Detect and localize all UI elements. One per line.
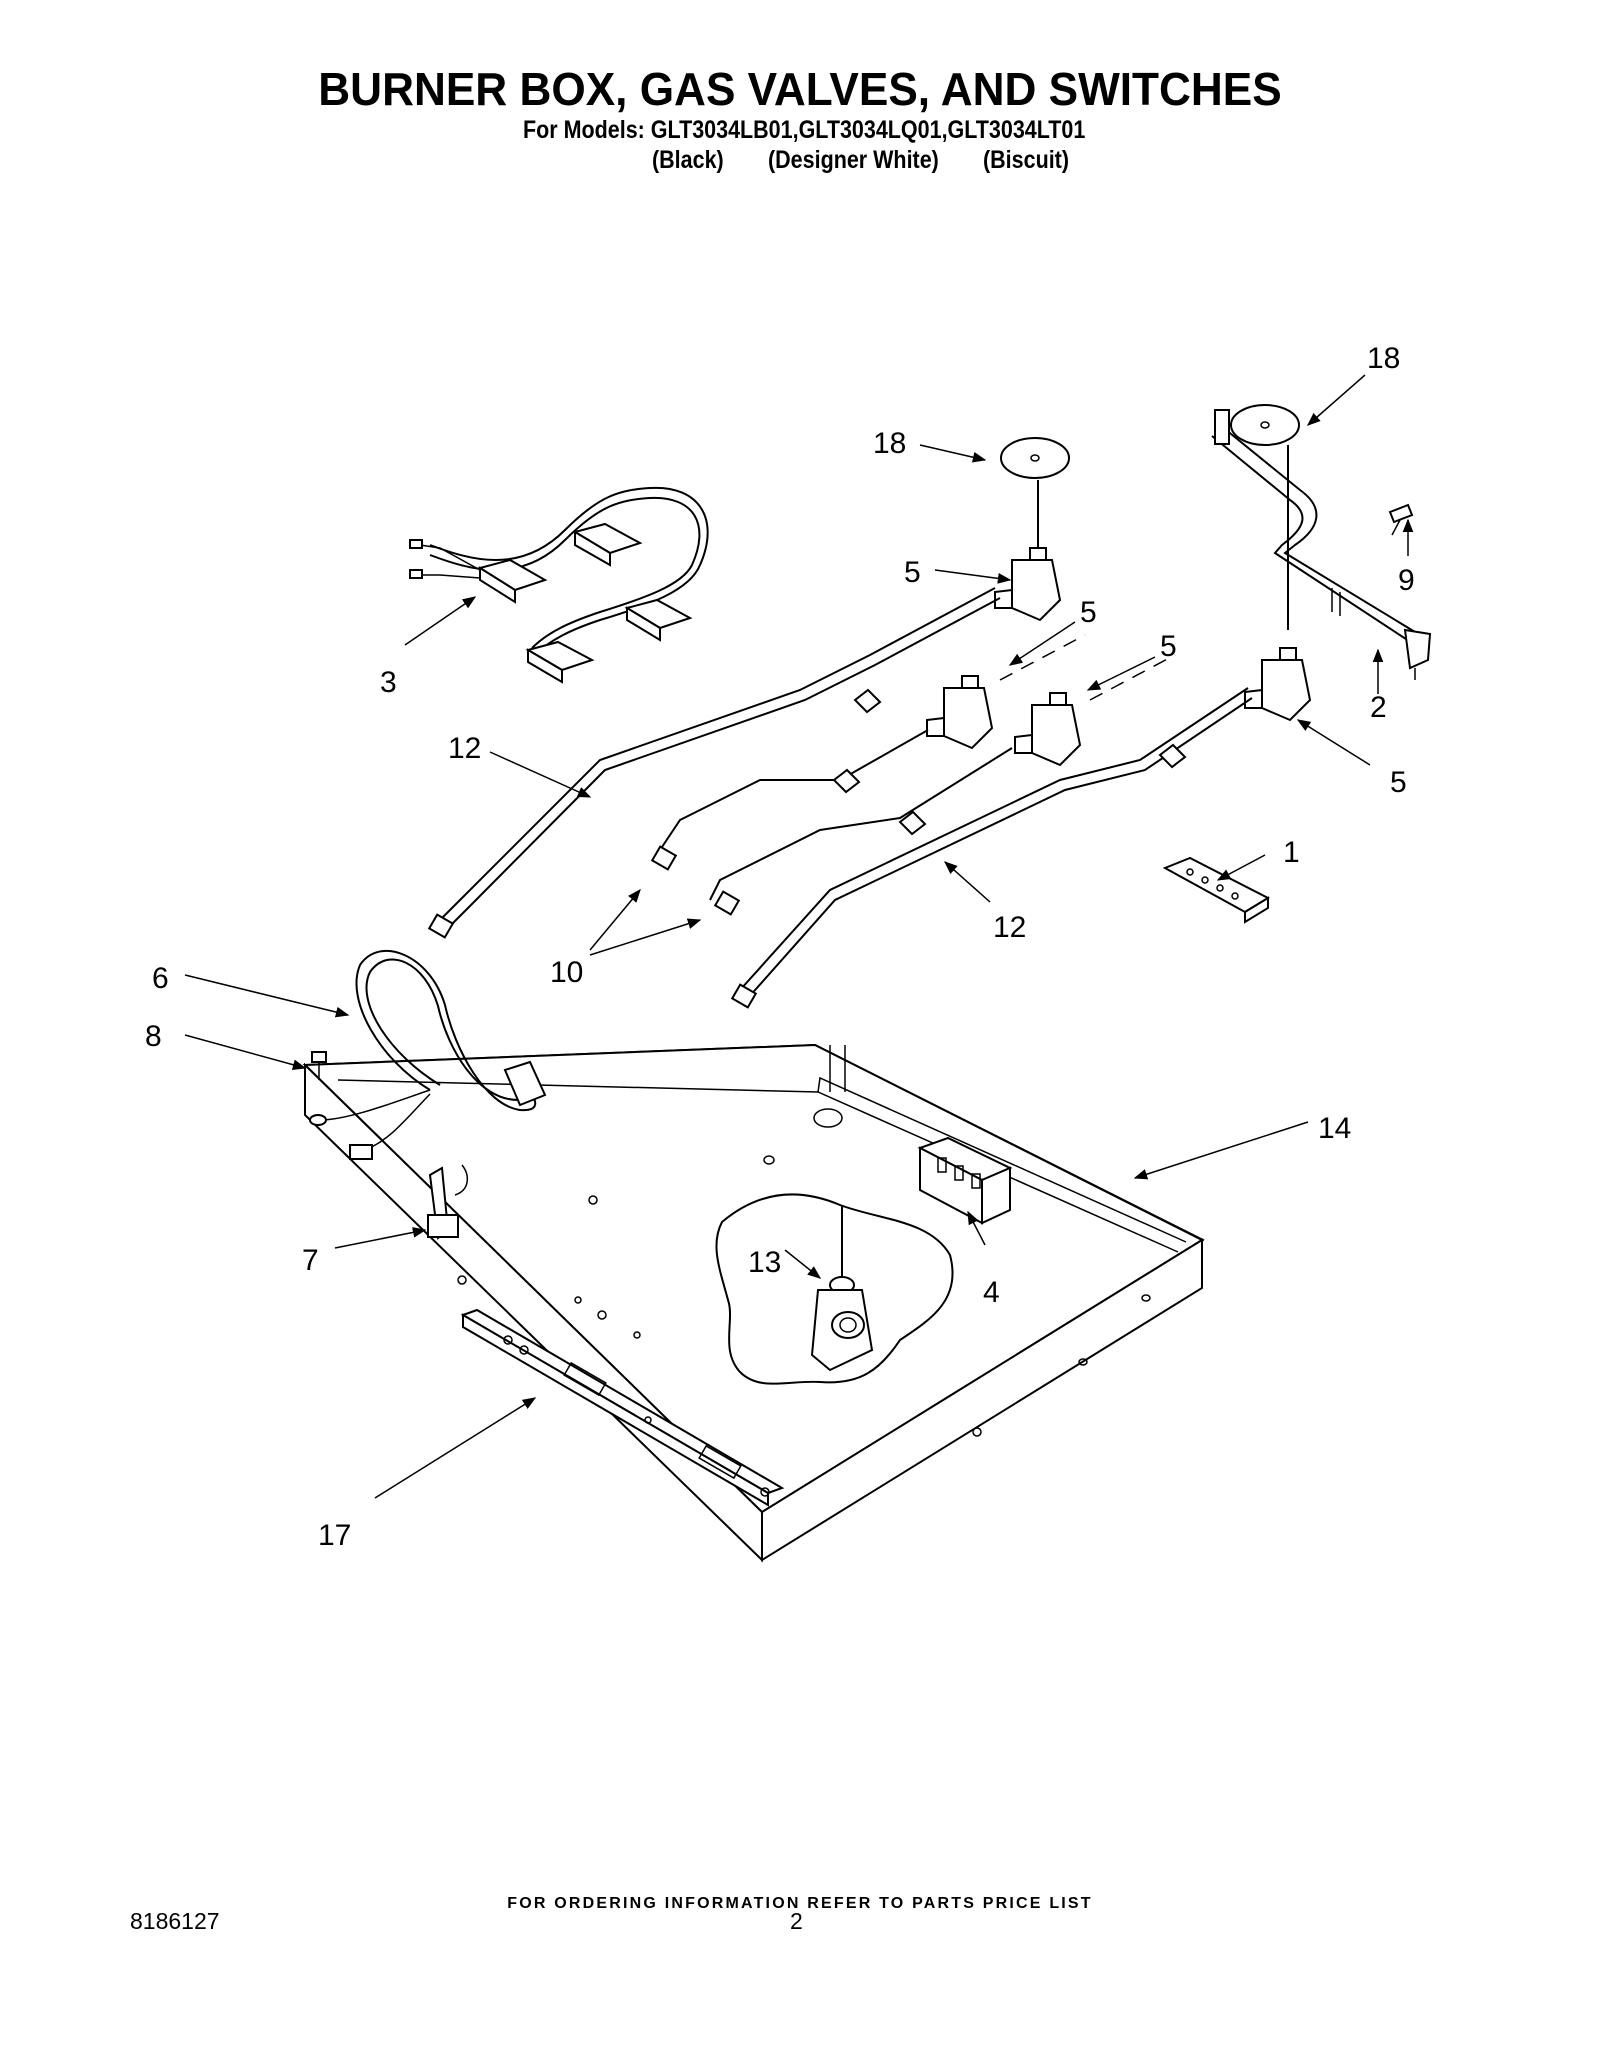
- ignition-harness-3: [409, 486, 709, 684]
- terminal-block-4: [917, 1136, 1013, 1225]
- callout-8: 8: [145, 1020, 162, 1053]
- manifold-bracket-17: [460, 1308, 785, 1507]
- ordering-note: FOR ORDERING INFORMATION REFER TO PARTS …: [507, 1895, 1093, 1912]
- callout-5-c: 5: [1160, 630, 1177, 663]
- manifold-pipe-2: [1211, 409, 1432, 680]
- callout-7: 7: [302, 1244, 319, 1277]
- power-cord-6: [309, 949, 547, 1160]
- switch-7: [427, 1164, 469, 1240]
- callout-18-left: 18: [873, 427, 906, 460]
- variant-biscuit: (Biscuit): [983, 146, 1069, 174]
- callout-5-a: 5: [904, 556, 921, 589]
- gas-tubes-12: [427, 587, 1253, 1009]
- screw-9: [1388, 503, 1414, 536]
- callout-1: 1: [1283, 836, 1300, 869]
- callout-6: 6: [152, 962, 169, 995]
- callout-5-d: 5: [1390, 766, 1407, 799]
- page-title: BURNER BOX, GAS VALVES, AND SWITCHES: [318, 63, 1282, 115]
- callout-labels: 18 18 9 5 5 5 2 5 3 12 1 12 10 6 8 14 7 …: [145, 342, 1415, 1552]
- models-line: For Models: GLT3034LB01,GLT3034LQ01,GLT3…: [523, 116, 1086, 144]
- document-number: 8186127: [130, 1908, 220, 1934]
- bracket-1: [1162, 856, 1271, 924]
- callout-9: 9: [1398, 564, 1415, 597]
- callout-12-left: 12: [448, 732, 481, 765]
- burner-caps-18: [1000, 404, 1300, 479]
- callout-2: 2: [1370, 691, 1387, 724]
- valve-13-drawing: [810, 1205, 874, 1372]
- callout-5-b: 5: [1080, 596, 1097, 629]
- leader-lines: [184, 374, 1414, 1499]
- gas-valves-5: [926, 445, 1312, 767]
- callout-14: 14: [1318, 1112, 1351, 1145]
- callout-4: 4: [983, 1276, 1000, 1309]
- callout-3: 3: [380, 666, 397, 699]
- screw-8: [311, 1051, 327, 1080]
- callout-10: 10: [550, 956, 583, 989]
- callout-17: 17: [318, 1519, 351, 1552]
- callout-13: 13: [748, 1246, 781, 1279]
- variant-black: (Black): [652, 146, 724, 174]
- variant-designer-white: (Designer White): [768, 146, 939, 174]
- page-number: 2: [790, 1908, 803, 1934]
- callout-18-right: 18: [1367, 342, 1400, 375]
- callout-12-right: 12: [993, 911, 1026, 944]
